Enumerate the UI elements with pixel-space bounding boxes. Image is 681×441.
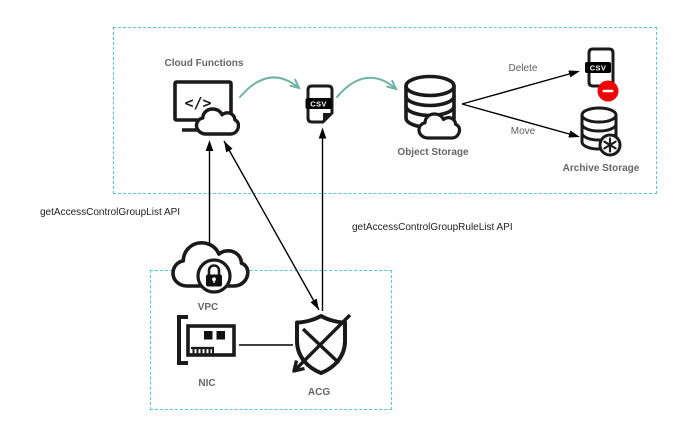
lock-icon	[196, 258, 232, 294]
archive-storage-icon	[578, 106, 626, 160]
storage-pipeline-group-box	[113, 27, 657, 194]
cloud-functions-icon: </>	[172, 78, 240, 136]
move-edge-label: Move	[510, 126, 536, 137]
cloud-shape	[417, 112, 462, 140]
arrow-vpc-to-cloud-functions	[205, 140, 214, 246]
code-glyph: </>	[184, 94, 211, 112]
archive-storage-label: Archive Storage	[562, 163, 640, 174]
csv-badge-text: CSV	[590, 64, 607, 73]
group-list-api-label: getAccessControlGroupList API	[40, 207, 181, 218]
arrow-object-storage-to-deleted-csv	[461, 70, 580, 105]
arrow-cloud-functions-acg	[223, 140, 320, 311]
arrow-acg-to-csv	[318, 127, 327, 311]
rule-list-api-label: getAccessControlGroupRuleList API	[352, 222, 513, 233]
vpc-icon	[168, 224, 250, 298]
arrow-object-storage-to-archive	[461, 103, 580, 138]
arc-cloud-functions-to-csv	[239, 76, 301, 98]
csv-badge-text: CSV	[310, 100, 327, 109]
delete-edge-label: Delete	[508, 63, 538, 74]
delete-badge-icon	[597, 80, 619, 102]
nic-label: NIC	[198, 378, 216, 389]
vpc-network-group-box	[150, 270, 392, 410]
nic-icon	[172, 314, 242, 368]
cloud-functions-label: Cloud Functions	[164, 58, 244, 69]
deleted-csv-icon: CSV	[581, 46, 623, 104]
csv-file-icon: CSV	[303, 84, 337, 130]
acg-icon	[286, 308, 356, 380]
acg-label: ACG	[307, 387, 331, 398]
vpc-label: VPC	[197, 302, 219, 313]
object-storage-label: Object Storage	[397, 147, 469, 158]
arc-csv-to-object-storage	[336, 76, 398, 98]
snowflake-icon	[598, 133, 622, 157]
cloud-shape	[194, 107, 240, 136]
object-storage-icon	[402, 74, 466, 140]
